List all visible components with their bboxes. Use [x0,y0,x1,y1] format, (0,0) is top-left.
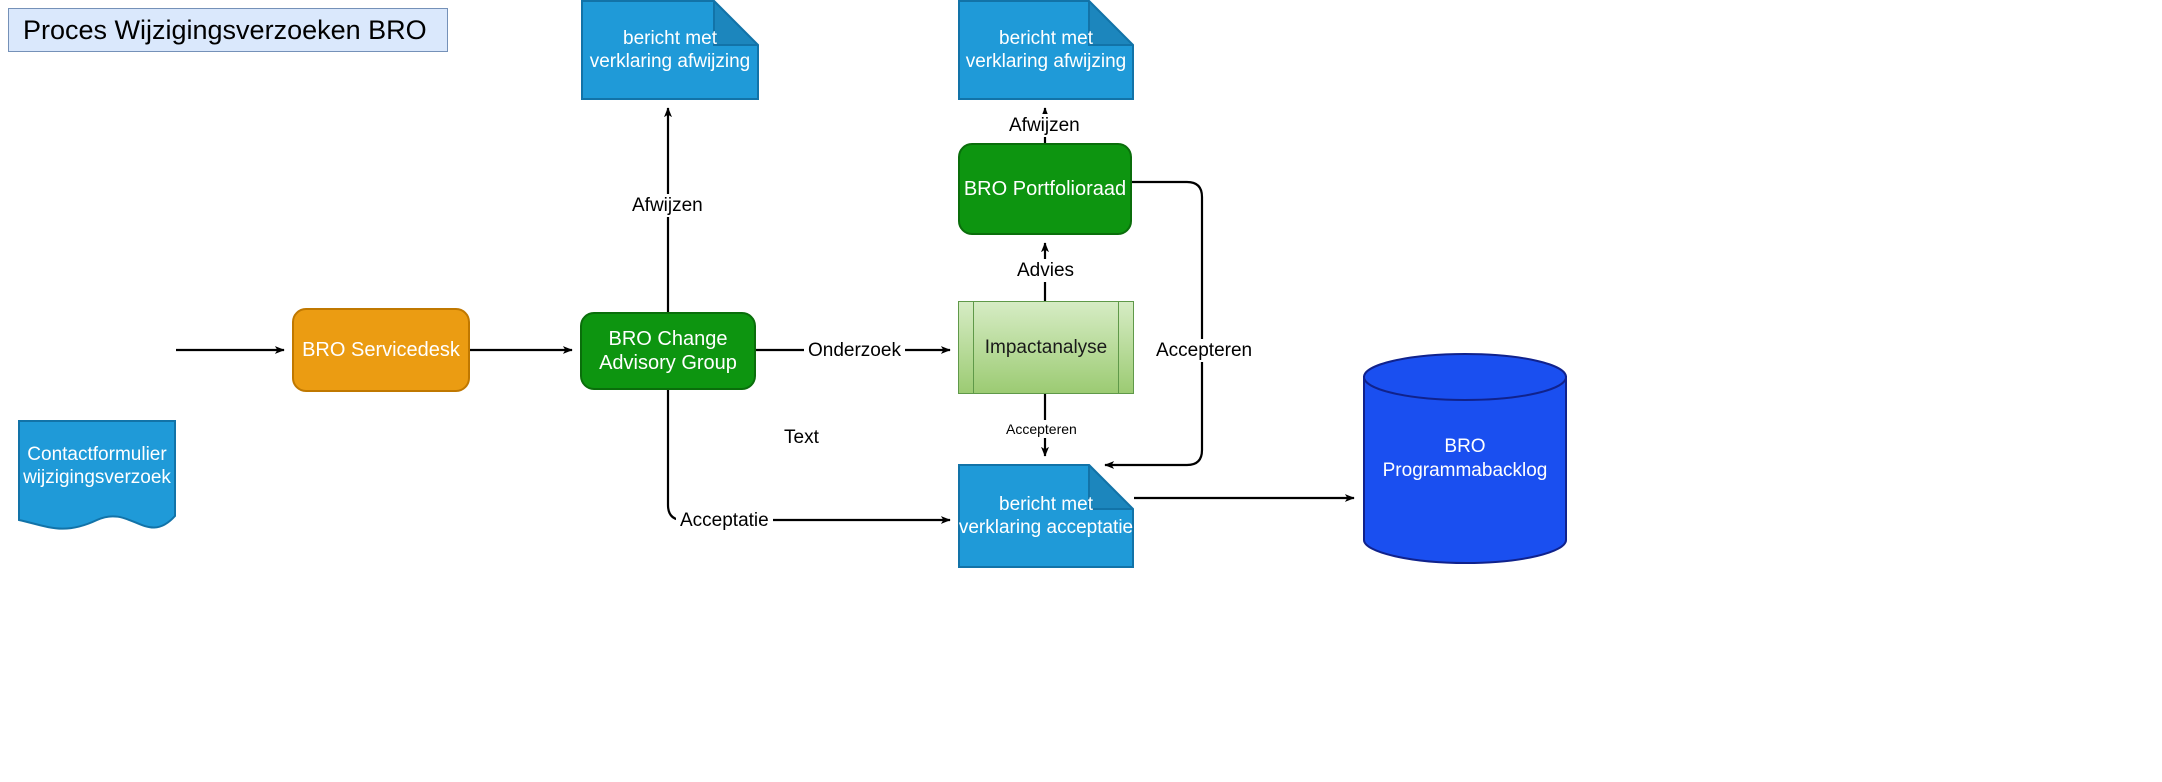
node-label-bro-portfolioraad: BRO Portfolioraad [963,177,1127,200]
note-shape [958,0,1136,100]
node-label-bro-change-advisory-group: BRO Change Advisory Group [599,327,737,374]
node-bericht-verklaring-afwijzing-right[interactable]: bericht met verklaring afwijzing [958,0,1136,100]
node-contactformulier-wijzigingsverzoek[interactable]: Contactformulier wijzigingsverzoek [18,420,176,542]
document-shape [18,420,176,530]
node-label-impactanalyse: Impactanalyse [984,336,1108,358]
node-bro-change-advisory-group[interactable]: BRO Change Advisory Group [580,312,756,390]
note-shape [958,462,1136,568]
edge-cag-to-acceptatie [666,390,951,524]
page-title: Proces Wijzigingsverzoeken BRO [23,14,427,45]
edge-label-afwijzen-right: Afwijzen [1005,114,1084,137]
free-text-label: Text [784,427,819,448]
edge-label-advies: Advies [1013,259,1079,282]
node-bro-servicedesk[interactable]: BRO Servicedesk [292,308,470,392]
node-bericht-verklaring-afwijzing-left[interactable]: bericht met verklaring afwijzing [581,0,761,100]
cylinder-shape [1363,353,1567,565]
predefined-process-right-bar [1118,302,1119,393]
node-bro-portfolioraad[interactable]: BRO Portfolioraad [958,143,1132,235]
node-label-bro-servicedesk: BRO Servicedesk [302,338,460,361]
edge-label-accepteren-right: Accepteren [1152,339,1257,362]
edge-label-accepteren-down: Accepteren [1002,420,1081,438]
node-bericht-verklaring-acceptatie[interactable]: bericht met verklaring acceptatie [958,462,1136,568]
predefined-process-left-bar [973,302,974,393]
edge-label-afwijzen-left: Afwijzen [628,194,707,217]
diagram-title-box: Proces Wijzigingsverzoeken BRO [8,8,448,52]
node-impactanalyse[interactable]: Impactanalyse [958,301,1134,394]
node-bro-programmabacklog[interactable]: BRO Programmabacklog [1362,352,1568,565]
note-shape [581,0,761,100]
edge-label-onderzoek: Onderzoek [804,339,905,362]
edge-label-acceptatie: Acceptatie [676,509,773,532]
